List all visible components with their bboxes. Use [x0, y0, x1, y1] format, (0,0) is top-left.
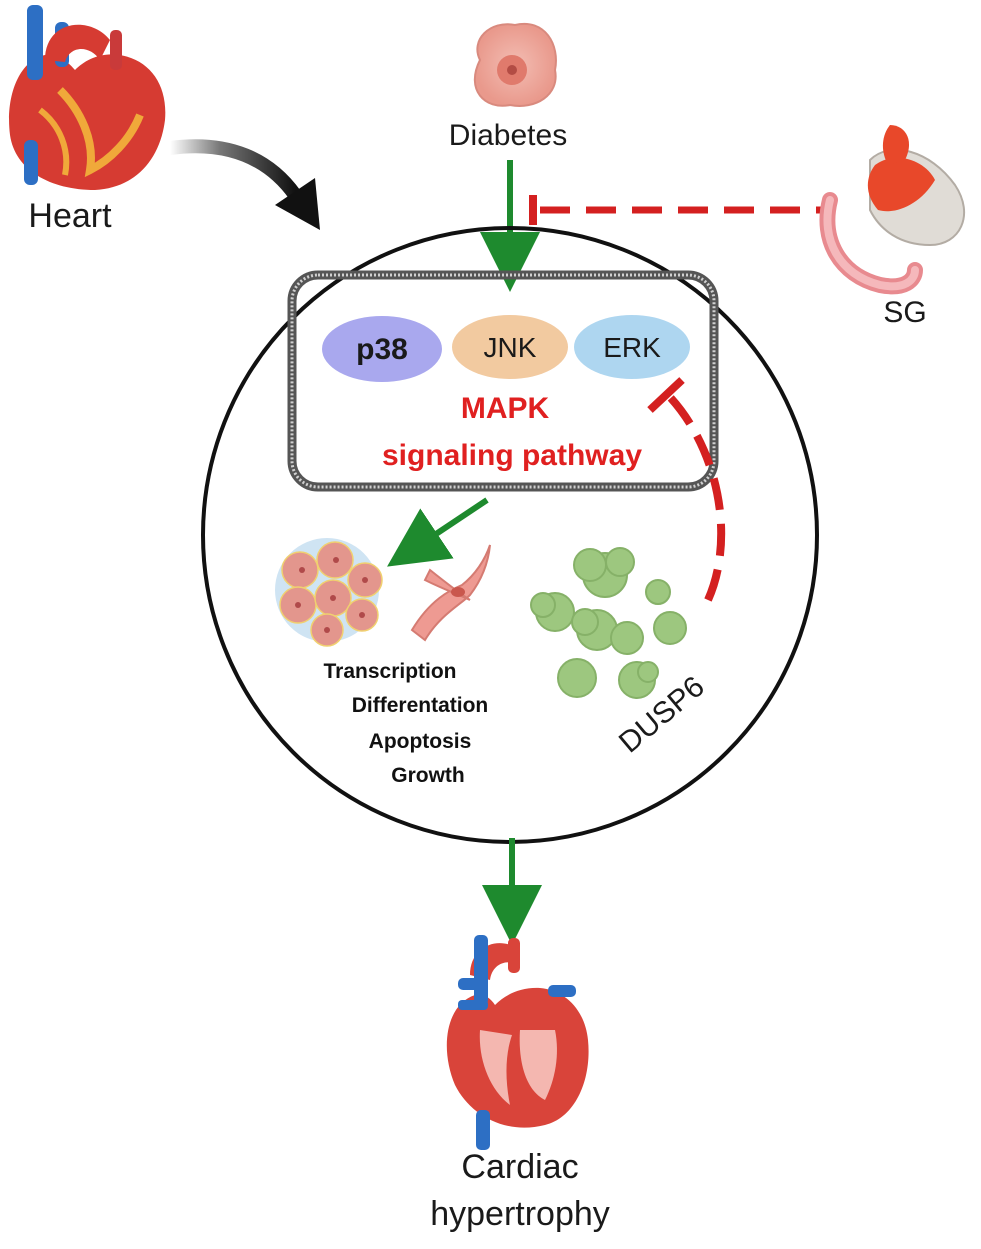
mapk-pathway-box: [287, 270, 719, 492]
process-differentation: Differentation: [352, 694, 489, 717]
mapk-label: MAPK: [461, 392, 550, 425]
protein-cluster-icon: [530, 547, 687, 699]
cell-icon: [473, 22, 557, 107]
jnk-label: JNK: [484, 332, 537, 363]
diabetes-label: Diabetes: [449, 119, 567, 152]
cardiomyocyte-cluster-icon: [275, 538, 383, 647]
erk-label: ERK: [603, 332, 661, 363]
heart-icon: [9, 5, 166, 190]
pathway-activation-arrow: [387, 497, 489, 567]
outcome-label-line1: Cardiac: [461, 1148, 578, 1186]
pathway-label: signaling pathway: [382, 439, 642, 472]
outcome-label-line2: hypertrophy: [430, 1195, 610, 1233]
p38-node: [322, 316, 442, 382]
heart-label: Heart: [28, 197, 112, 235]
process-transcription: Transcription: [323, 660, 456, 683]
process-growth: Growth: [391, 764, 465, 787]
sg-inhibition-line: [529, 195, 835, 225]
stomach-icon: [819, 125, 966, 295]
sg-label: SG: [883, 296, 926, 329]
curved-arrow: [163, 139, 320, 230]
process-apoptosis: Apoptosis: [369, 730, 472, 753]
jnk-node: [452, 315, 568, 379]
p38-label: p38: [356, 333, 408, 366]
fibroblast-icon: [410, 544, 491, 642]
dusp6-inhibition-line: [647, 377, 726, 602]
erk-node: [574, 315, 690, 379]
heart-cross-section-icon: [446, 935, 589, 1150]
